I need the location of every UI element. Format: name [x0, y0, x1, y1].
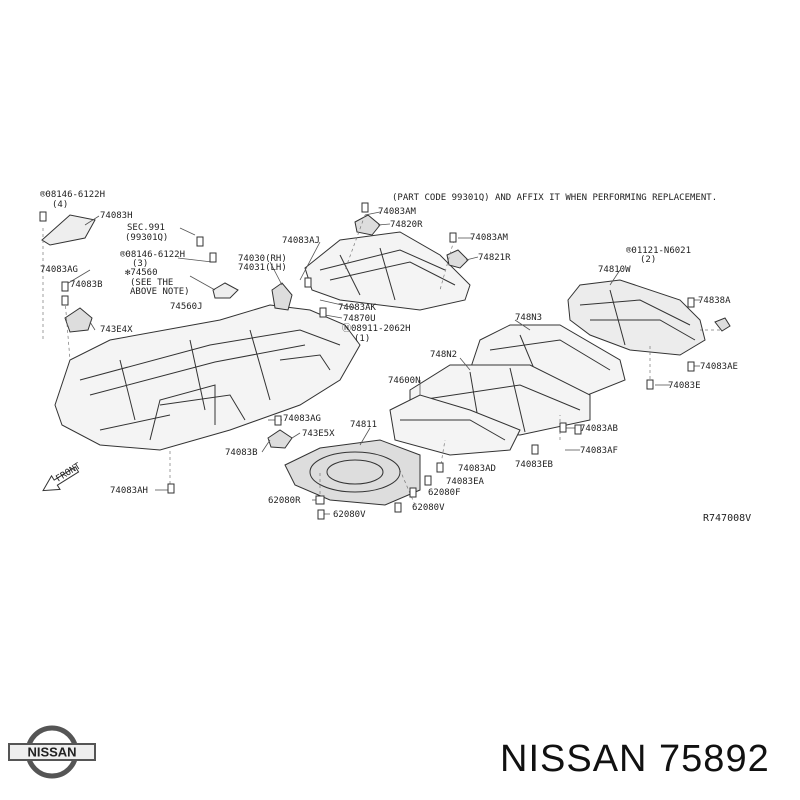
callout-62080v-left: 62080V: [333, 510, 366, 520]
callout-74083ag-top: 74083AG: [40, 265, 78, 275]
center-top-panel: [304, 231, 471, 311]
callout-62080v-right: 62080V: [412, 503, 445, 513]
bracket-74838a: [714, 317, 731, 332]
lower-cover-74811: [284, 439, 421, 506]
front-undercover-panel: [54, 304, 361, 451]
callout-74030: 74030(RH): [238, 254, 287, 264]
bracket-743e5x: [267, 429, 293, 449]
panel-74600n: [389, 394, 521, 456]
callout-74083e: 74083E: [668, 381, 701, 391]
front-arrow: [42, 466, 80, 492]
callout-74083ab: 74083AB: [580, 424, 618, 434]
callout-62080r: 62080R: [268, 496, 301, 506]
callout-748n2: 748N2: [430, 350, 458, 360]
callout-sec991-code: (99301Q): [125, 233, 169, 243]
callout-74083am-top: 74083AM: [378, 207, 416, 217]
bracket-74821r: [446, 249, 469, 269]
callout-74820r: 74820R: [390, 220, 423, 230]
callout-748n3: 748N3: [515, 313, 543, 323]
callout-see-note-2: ABOVE NOTE): [130, 287, 190, 297]
callout-08911-2062h: Ⓝ08911-2062H: [342, 324, 411, 334]
callout-sec991: SEC.991: [127, 223, 165, 233]
callout-74560: ✻74560: [125, 268, 158, 278]
callout-74083ah: 74083AH: [110, 486, 148, 496]
callout-08911-2062h-qty: (1): [354, 334, 371, 344]
callout-74083b-top: 74083B: [70, 280, 103, 290]
callout-74083ad: 74083AD: [458, 464, 496, 474]
callout-743e4x: 743E4X: [100, 325, 133, 335]
callout-743e5x: 743E5X: [302, 429, 335, 439]
callout-see-note: (SEE THE: [130, 278, 174, 288]
bracket-74083h: [41, 214, 96, 246]
callout-74083eb: 74083EB: [515, 460, 553, 470]
callout-74810w: 74810W: [598, 265, 631, 275]
callout-62080f: 62080F: [428, 488, 461, 498]
callout-01121-n6021-qty: (2): [640, 255, 657, 265]
callout-74560j: 74560J: [170, 302, 203, 312]
rear-right-cover-74810w: [567, 279, 706, 356]
diagram-code: R747008V: [703, 513, 752, 524]
callout-08146-6122h-b: ®08146-6122H: [120, 250, 186, 260]
callout-74811: 74811: [350, 420, 378, 430]
callout-08146-6122h-b-qty: (3): [132, 259, 149, 269]
callout-01121-n6021: ®01121-N6021: [626, 246, 692, 256]
callout-74083am: 74083AM: [470, 233, 508, 243]
callout-74083af: 74083AF: [580, 446, 618, 456]
callout-74083h: 74083H: [100, 211, 133, 221]
mounting-dash-lines: [42, 214, 720, 506]
callout-74031: 74031(LH): [238, 263, 287, 273]
nissan-logo: NISSAN: [8, 725, 96, 779]
callout-74083ak: 74083AK: [338, 303, 376, 313]
bolts: [39, 202, 695, 520]
callout-74838a: 74838A: [698, 296, 731, 306]
callout-74083ae: 74083AE: [700, 362, 738, 372]
callout-74083ag-mid: 74083AG: [283, 414, 321, 424]
bracket-74820r: [354, 214, 381, 236]
callout-74600n: 74600N: [388, 376, 421, 386]
nissan-logo-text: NISSAN: [27, 745, 76, 760]
bracket-74560: [212, 282, 239, 299]
callout-74083ea: 74083EA: [446, 477, 484, 487]
callout-74870u: 74870U: [343, 314, 376, 324]
bracket-743e4x: [64, 307, 93, 333]
callout-74083aj: 74083AJ: [282, 236, 320, 246]
leader-lines: [64, 211, 700, 515]
bracket-74030: [271, 282, 293, 311]
callout-08146-6122h-a-qty: (4): [52, 200, 69, 210]
callout-74083b-mid: 74083B: [225, 448, 258, 458]
part-title: NISSAN 75892: [500, 738, 770, 780]
callout-08146-6122h-a: ®08146-6122H: [40, 190, 106, 200]
callout-74821r: 74821R: [478, 253, 511, 263]
header-note: (PART CODE 99301Q) AND AFFIX IT WHEN PER…: [392, 193, 718, 203]
